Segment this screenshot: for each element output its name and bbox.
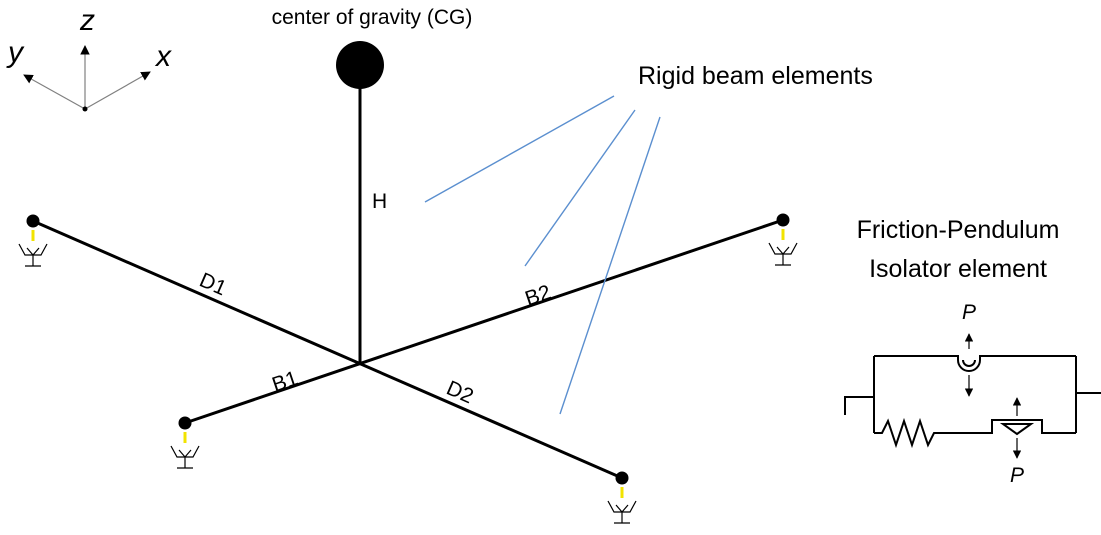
isolator-title-line2: Isolator element: [869, 255, 1047, 283]
isolator-schematic: P P: [844, 301, 1101, 487]
p-label-bottom: P: [1010, 464, 1024, 487]
node-b1-end: [178, 416, 192, 430]
p-label-top: P: [962, 301, 976, 324]
rigid-beam-label: Rigid beam elements: [638, 62, 873, 90]
leader-line-b2: [524, 109, 636, 267]
node-d2-end: [615, 471, 629, 485]
support-symbol-d1: [18, 230, 48, 267]
friction-slider: [999, 423, 1035, 436]
left-end-cap: [844, 396, 874, 415]
z-axis-label: z: [79, 4, 95, 37]
node-b2-end: [776, 213, 790, 227]
x-axis-arrow: [84, 71, 151, 110]
center-of-gravity-node: [336, 41, 384, 89]
leader-line-d2: [559, 116, 661, 415]
pendulum-cup: [874, 355, 1076, 372]
support-symbol-d2: [607, 487, 637, 524]
y-axis-arrow: [23, 74, 86, 110]
beam-label-h: H: [372, 190, 387, 213]
x-axis-label: x: [154, 40, 172, 73]
axes-origin: [82, 106, 88, 112]
support-symbol-b1: [170, 432, 200, 469]
spring-slider: [874, 417, 1076, 449]
y-axis-label: y: [6, 36, 25, 69]
beam-b1-b2: [184, 218, 784, 425]
right-end-cap: [1075, 372, 1101, 394]
coordinate-axes: z y x: [6, 4, 172, 112]
isolator-title-line1: Friction-Pendulum: [857, 216, 1060, 244]
node-d1-end: [26, 214, 40, 228]
beam-d1-d2: [32, 219, 623, 480]
cg-label: center of gravity (CG): [272, 6, 473, 29]
leader-line-h: [424, 95, 615, 203]
support-symbol-b2: [768, 229, 798, 266]
